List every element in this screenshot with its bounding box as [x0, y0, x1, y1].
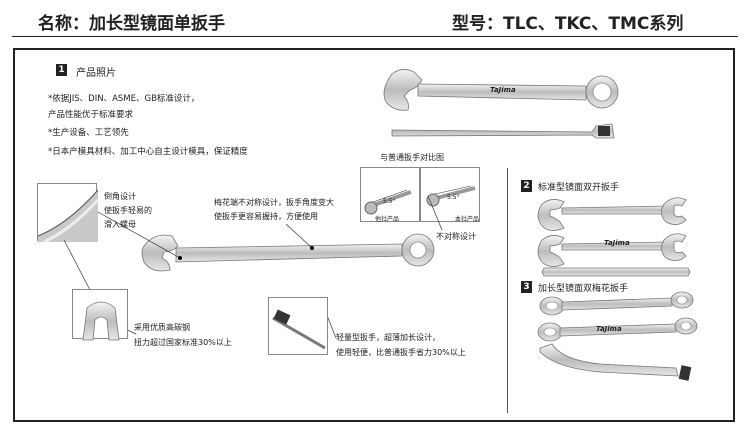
comparison-title: 与普通扳手对比图: [380, 153, 444, 162]
content-frame: [13, 48, 735, 422]
comparison-own: 5.5° 本社产品: [420, 167, 480, 223]
steel-line-1: 采用优质高碳钢: [134, 323, 190, 332]
other-product-label: 他社产品: [375, 216, 400, 223]
steel-line-2: 扭力超过国家标准30%以上: [134, 338, 232, 347]
column-divider: [507, 168, 508, 413]
bullet-1b: 产品性能优于标准要求: [48, 110, 134, 120]
product-name: 名称：加长型镜面单扳手: [38, 14, 225, 34]
steel-thumbnail: [72, 289, 128, 341]
brand-logo-top: TaJima: [490, 86, 516, 94]
own-product-label: 本社产品: [455, 216, 480, 223]
brand-logo-sec2: TaJima: [604, 239, 630, 247]
header-divider: [12, 36, 738, 37]
bullet-1: *依据JIS、DIN、ASME、GB标准设计，: [48, 94, 200, 104]
bullet-3: *日本产模具材料、加工中心自主设计模具，保证精度: [48, 147, 248, 157]
bullet-2: *生产设备、工艺领先: [48, 128, 129, 138]
chamfer-thumbnail: [37, 183, 100, 244]
torx-line-2: 使扳手更容易握持，方便使用: [214, 212, 318, 221]
angle-label-other: 5.5°: [383, 198, 396, 205]
section-1-number: 1: [56, 64, 67, 76]
chamfer-line-1: 倒角设计: [104, 192, 136, 201]
asym-label: 不对称设计: [436, 232, 476, 241]
comparison-other: 5.5° 他社产品: [360, 167, 420, 223]
chamfer-line-2: 使扳手轻易的: [104, 206, 152, 215]
torx-line-1: 梅花端不对称设计，扳手角度变大: [214, 198, 334, 207]
section-1-title: 产品照片: [76, 68, 116, 79]
model-number: 型号：TLC、TKC、TMC系列: [452, 14, 684, 34]
section-3-number: 3: [521, 281, 532, 293]
light-thumbnail: [268, 297, 328, 355]
light-line-2: 使用轻便，比普通扳手省力30%以上: [336, 348, 466, 357]
section-2-title: 标准型镜面双开扳手: [538, 183, 620, 193]
section-3-title: 加长型镜面双梅花扳手: [538, 284, 629, 294]
light-line-1: 轻量型扳手，超薄加长设计，: [336, 333, 440, 342]
brand-logo-sec3: TaJima: [596, 325, 622, 333]
section-2-number: 2: [521, 180, 532, 192]
angle-label-own: 5.5°: [447, 194, 460, 201]
